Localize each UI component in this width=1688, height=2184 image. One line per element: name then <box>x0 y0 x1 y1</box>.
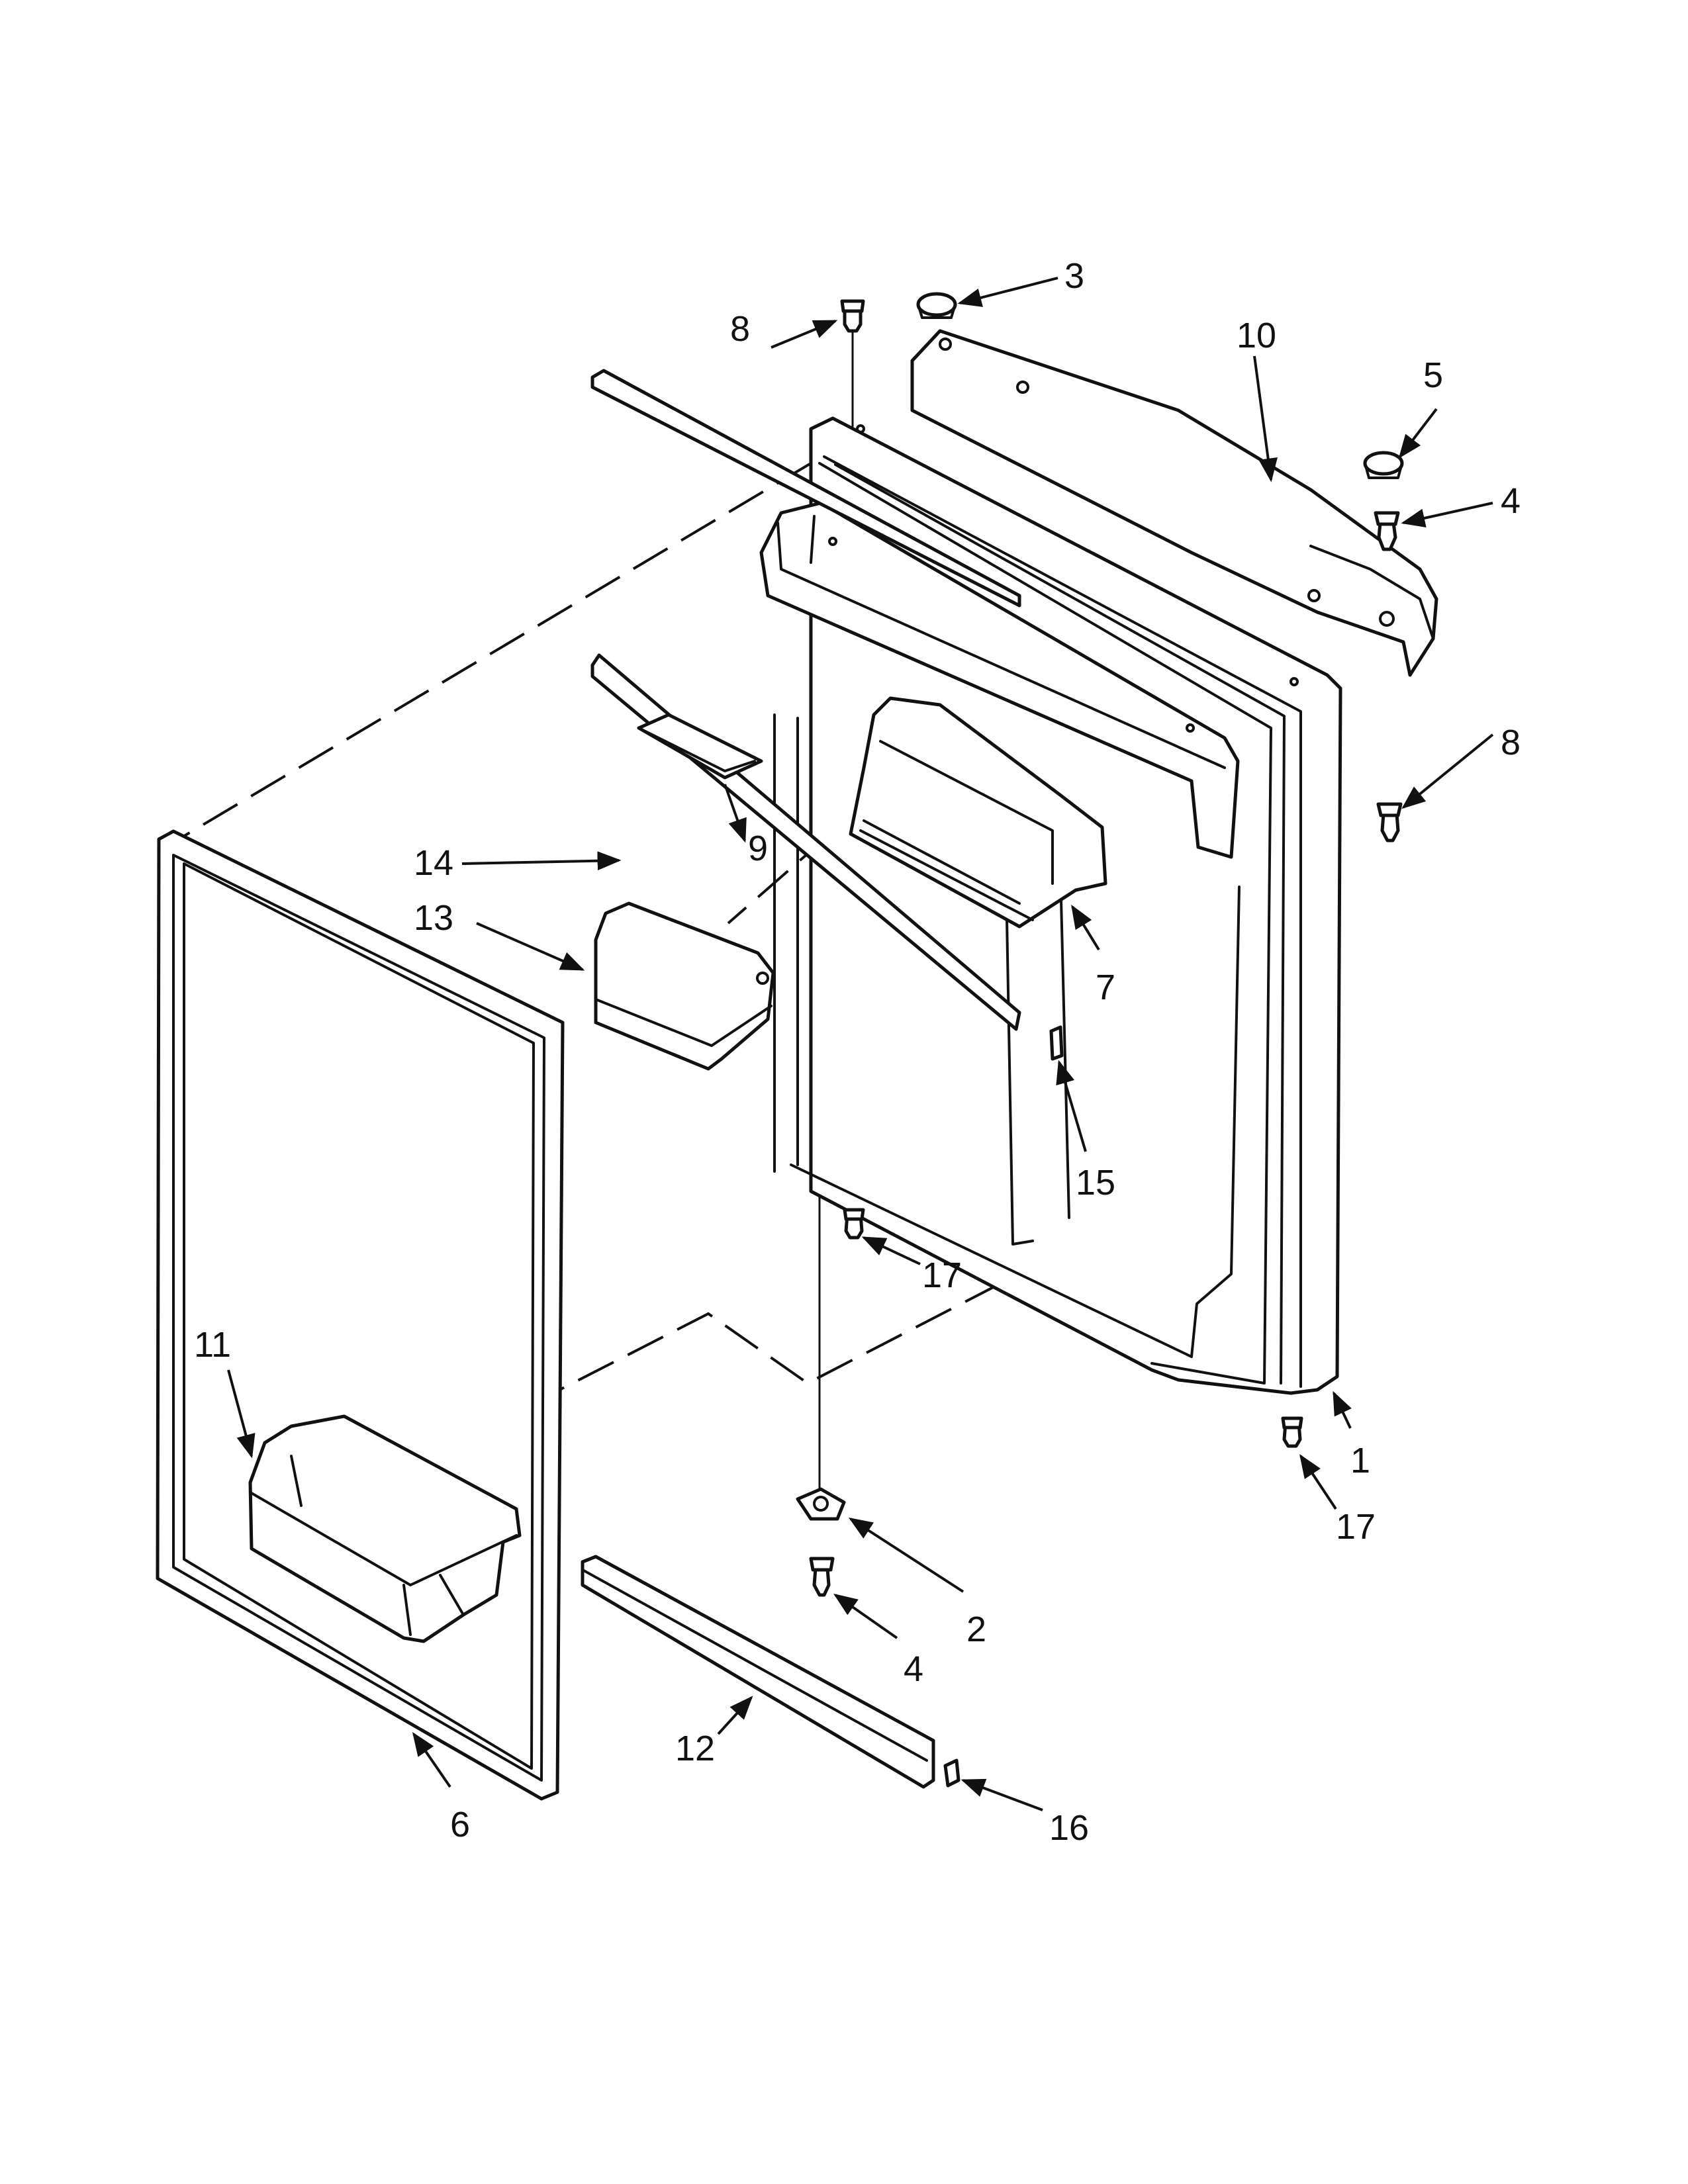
callout-8-top: 8 <box>730 309 750 349</box>
door-stop-pin-lower <box>1281 1416 1303 1448</box>
callout-12: 12 <box>675 1729 715 1768</box>
callout-11: 11 <box>194 1325 231 1365</box>
rail-clip <box>1049 1025 1064 1061</box>
callout-6: 6 <box>450 1805 470 1844</box>
callout-14: 14 <box>414 843 453 883</box>
callout-15: 15 <box>1076 1163 1115 1203</box>
callout-5: 5 <box>1423 355 1443 395</box>
callout-2: 2 <box>966 1610 986 1649</box>
callout-4-bottom: 4 <box>904 1649 923 1689</box>
bottom-trim-strip <box>581 1555 935 1789</box>
callout-9: 9 <box>748 829 768 868</box>
hole-plug-top <box>916 292 957 319</box>
callout-8-side: 8 <box>1501 723 1521 762</box>
callout-labels: 3 8 10 5 4 8 9 14 13 7 15 17 11 1 17 2 4… <box>194 256 1521 1848</box>
callout-3: 3 <box>1064 256 1084 296</box>
hinge-screw <box>809 1557 835 1597</box>
covered-bin <box>594 901 775 1071</box>
lower-hinge <box>796 1487 846 1521</box>
leader-lines <box>227 277 1494 1811</box>
small-tray <box>637 713 763 780</box>
top-pin <box>840 299 865 333</box>
door-handle-cap <box>910 329 1438 677</box>
callout-7: 7 <box>1096 968 1115 1007</box>
hole-plug-side <box>1363 451 1404 479</box>
door-gasket <box>156 829 565 1801</box>
callout-4-top: 4 <box>1501 481 1521 521</box>
callout-10: 10 <box>1237 316 1276 355</box>
side-screw <box>1376 802 1403 842</box>
upper-dairy-bin <box>759 501 1240 929</box>
callout-17-upper: 17 <box>922 1255 962 1295</box>
door-stop-pin-upper <box>843 1208 865 1240</box>
door-shelf-bin <box>248 1414 522 1643</box>
callout-17-lower: 17 <box>1336 1507 1376 1547</box>
trim-clip <box>943 1758 961 1788</box>
callout-16: 16 <box>1049 1808 1089 1848</box>
top-screw <box>1374 511 1400 551</box>
callout-13: 13 <box>414 898 453 938</box>
callout-1: 1 <box>1350 1441 1370 1480</box>
